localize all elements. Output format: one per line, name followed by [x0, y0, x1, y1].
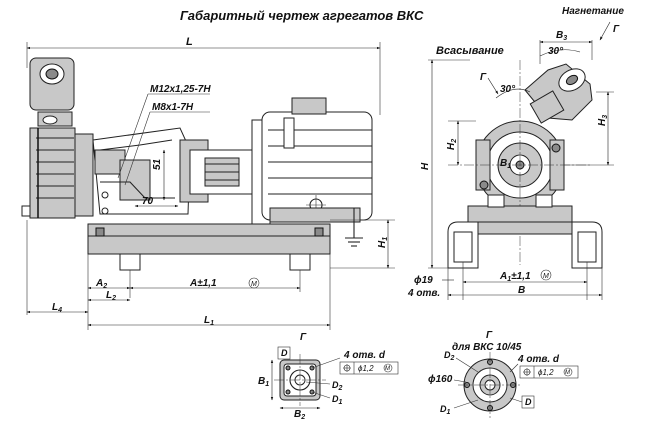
dim-51-label: 51	[152, 158, 163, 170]
suction-label: Всасывание	[436, 45, 504, 57]
dim-H1-label: H1	[377, 237, 389, 248]
detail-round-tol-value: ϕ1,2	[538, 368, 554, 377]
thread-callout-m12: M12x1,25-7H	[150, 84, 211, 95]
detail-square-tol-value: ϕ1,2	[358, 364, 374, 373]
angle-30-left-label: 30°	[500, 84, 516, 95]
detail-square-B1-label: B1	[258, 376, 269, 388]
electric-motor	[251, 97, 373, 225]
dim-L1-label: L1	[204, 315, 214, 327]
dim-H2-label: H2	[446, 139, 458, 150]
detail-round-caption: для ВКС 10/45	[452, 342, 522, 353]
dim-A-M-symbol: M	[251, 281, 257, 288]
dim-A-label: A±1,1	[189, 278, 217, 289]
bearing-housing	[92, 127, 256, 215]
arrow-G-left-label: Г	[480, 72, 487, 83]
dim-L-label: L	[186, 36, 193, 48]
dim-H-label: H	[420, 162, 431, 170]
detail-round-view-label: Г	[486, 330, 493, 341]
base-frame	[87, 223, 331, 271]
dim-A1-label: A1±1,1	[499, 271, 531, 283]
dim-A2-label: A2	[95, 278, 107, 290]
dim-L4-label: L4	[52, 302, 62, 314]
detail-square-D-label: D	[281, 348, 288, 358]
detail-round-D-label: D	[525, 397, 532, 407]
dim-B3-label: B3	[556, 30, 567, 42]
detail-square-holes-label: 4 отв. d	[343, 350, 386, 361]
discharge-nozzle	[524, 63, 593, 124]
detail-round-D2-label: D2	[444, 350, 455, 362]
end-base	[447, 194, 603, 269]
dim-B1-end-label: B1	[500, 158, 511, 170]
drawing-title: Габаритный чертеж агрегатов ВКС	[180, 8, 424, 23]
ground-icon	[345, 208, 363, 247]
thread-callout-m8: M8x1-7H	[152, 102, 194, 113]
detail-square-D1-label: D1	[332, 394, 343, 406]
dim-holes-label: 4 отв.	[407, 288, 440, 299]
dim-L2-label: L2	[106, 290, 116, 302]
side-view: L	[21, 36, 395, 330]
discharge-label: Нагнетание	[562, 6, 624, 17]
detail-square-B2-label: B2	[294, 409, 305, 421]
dim-A1-M-symbol: M	[543, 273, 549, 280]
detail-square-view-label: Г	[300, 332, 307, 343]
arrow-G-top-label: Г	[613, 24, 620, 35]
detail-round-flange: Г для ВКС 10/45 D2 4 отв. d ϕ1,2 M ϕ160 …	[428, 330, 579, 418]
detail-square-flange: Г D 4 отв. d ϕ1,2 M B1 B2 D2 D1	[258, 332, 399, 421]
angle-30-top-label: 30°	[548, 46, 564, 57]
detail-round-tol-M: M	[565, 370, 570, 376]
detail-round-D1-label: D1	[440, 404, 451, 416]
detail-round-phi160-label: ϕ160	[428, 374, 453, 385]
dim-phi19-label: ϕ19	[414, 275, 433, 286]
dim-H3-label: H3	[597, 115, 609, 126]
dim-B-label: B	[518, 285, 525, 296]
detail-round-holes-label: 4 отв. d	[517, 354, 560, 365]
detail-square-D2-label: D2	[332, 380, 343, 392]
detail-square-tol-M: M	[385, 366, 390, 372]
pump-casing	[21, 57, 94, 219]
dim-70-label: 70	[142, 196, 154, 207]
end-view: Нагнетание Всасывание Г Г B3 30° 30°	[407, 6, 624, 300]
